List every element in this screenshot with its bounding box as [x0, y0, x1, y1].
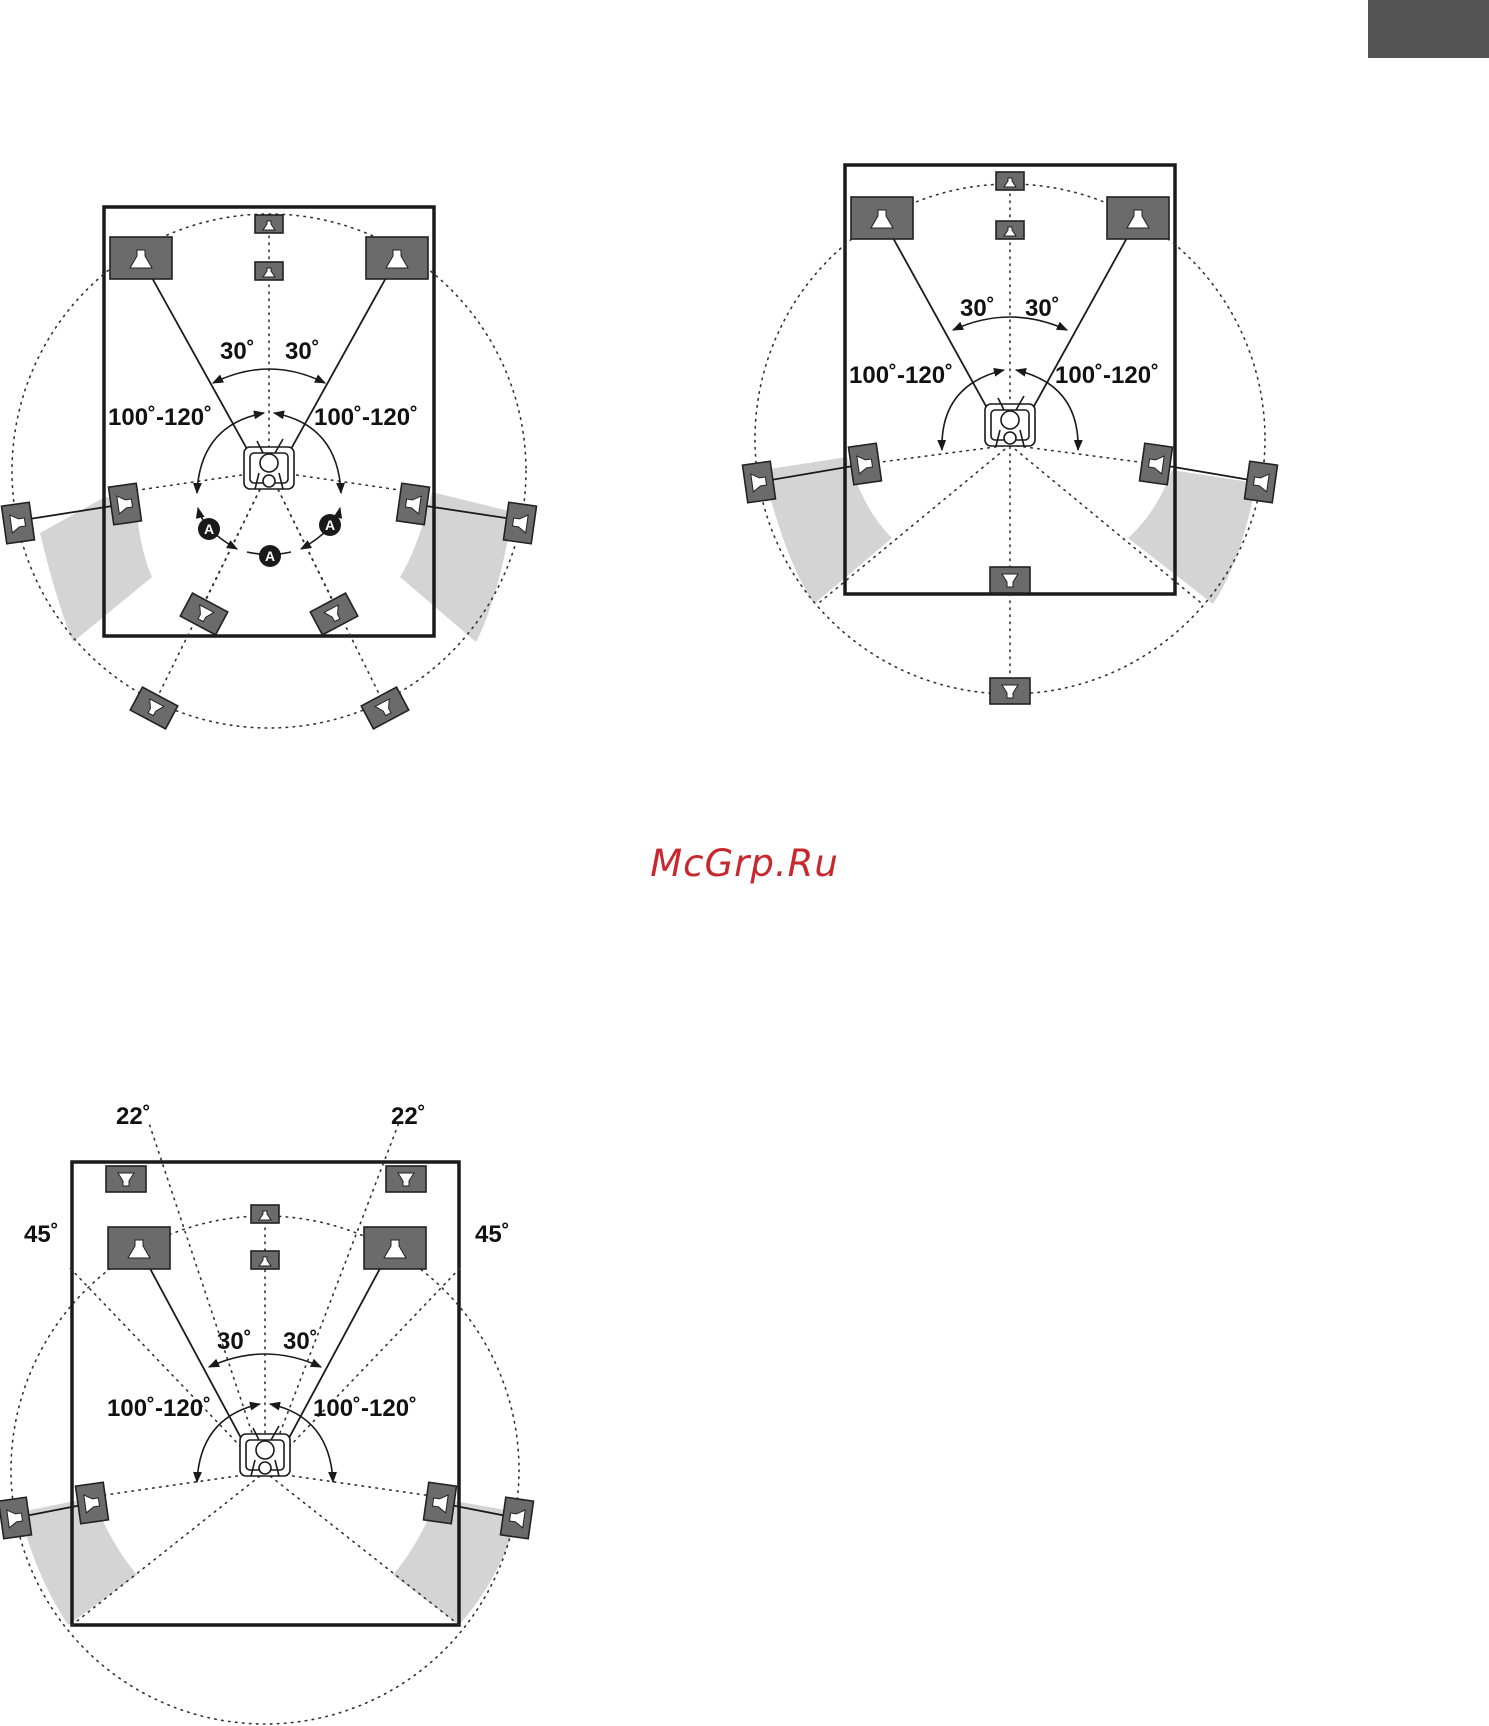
listener-icon: [240, 1426, 290, 1476]
center-speaker-near-icon: [996, 221, 1024, 239]
svg-text:A: A: [265, 548, 275, 564]
marker-a-center: A: [259, 545, 281, 567]
front-left-speaker-icon: [851, 197, 913, 239]
surround-right-inner-icon: [423, 1482, 456, 1524]
wide-angle-left-label: 45˚: [24, 1221, 59, 1248]
back-left-outer-icon: [130, 687, 178, 729]
front-angle-left-label: 30˚: [217, 1328, 252, 1355]
surround-left-inner-icon: [848, 443, 881, 485]
center-speaker-far-icon: [255, 215, 283, 233]
back-left-inner-icon: [180, 593, 228, 635]
diagram-bottom: 22˚ 22˚ 45˚ 45˚ 30˚ 30˚ 100˚-120˚ 100˚-1…: [0, 1103, 534, 1724]
surround-left-outer-icon: [1, 502, 34, 544]
surround-left-outer-icon: [0, 1497, 32, 1539]
front-right-speaker-icon: [364, 1227, 426, 1269]
height-angle-left-label: 22˚: [116, 1103, 151, 1130]
back-center-outer-icon: [990, 678, 1030, 704]
svg-text:A: A: [204, 521, 214, 537]
surround-angle-right-label: 100˚-120˚: [314, 404, 418, 431]
height-left-speaker-icon: [106, 1166, 146, 1192]
listener-icon: [985, 396, 1035, 446]
watermark: McGrp.Ru: [0, 842, 1489, 885]
front-angle-left-label: 30˚: [960, 295, 995, 322]
wide-angle-right-label: 45˚: [475, 1221, 510, 1248]
surround-left-outer-icon: [742, 461, 775, 503]
svg-text:A: A: [325, 517, 335, 533]
front-right-speaker-icon: [1107, 197, 1169, 239]
center-speaker-near-icon: [251, 1251, 279, 1269]
front-left-speaker-icon: [110, 237, 172, 279]
surround-right-inner-icon: [396, 483, 429, 525]
surround-right-outer-icon: [1244, 461, 1277, 503]
front-angle-right-label: 30˚: [1025, 295, 1060, 322]
front-right-speaker-icon: [366, 237, 428, 279]
surround-angle-left-label: 100˚-120˚: [849, 362, 953, 389]
height-right-speaker-icon: [386, 1166, 426, 1192]
center-speaker-near-icon: [255, 262, 283, 280]
diagram-top-right: 30˚ 30˚ 100˚-120˚ 100˚-120˚: [742, 165, 1277, 704]
marker-a-left: A: [198, 518, 220, 540]
front-angle-left-label: 30˚: [220, 338, 255, 365]
center-speaker-far-icon: [996, 172, 1024, 190]
surround-right-outer-icon: [500, 1497, 533, 1539]
surround-left-inner-icon: [108, 483, 141, 525]
surround-left-inner-icon: [75, 1482, 108, 1524]
marker-a-right: A: [319, 514, 341, 536]
surround-angle-left-label: 100˚-120˚: [107, 1395, 211, 1422]
back-right-outer-icon: [361, 687, 409, 729]
back-right-inner-icon: [310, 593, 358, 635]
height-angle-right-label: 22˚: [391, 1103, 426, 1130]
center-speaker-far-icon: [251, 1205, 279, 1223]
listener-icon: [244, 439, 294, 489]
surround-right-outer-icon: [503, 502, 536, 544]
surround-right-inner-icon: [1139, 443, 1172, 485]
front-left-speaker-icon: [108, 1227, 170, 1269]
front-angle-right-label: 30˚: [285, 338, 320, 365]
diagram-top-left: 30˚ 30˚ 100˚-120˚ 100˚-120˚ A A A: [1, 207, 536, 729]
surround-angle-right-label: 100˚-120˚: [1055, 362, 1159, 389]
surround-angle-right-label: 100˚-120˚: [313, 1395, 417, 1422]
back-center-inner-icon: [990, 567, 1030, 593]
front-angle-right-label: 30˚: [283, 1328, 318, 1355]
surround-angle-left-label: 100˚-120˚: [108, 404, 212, 431]
